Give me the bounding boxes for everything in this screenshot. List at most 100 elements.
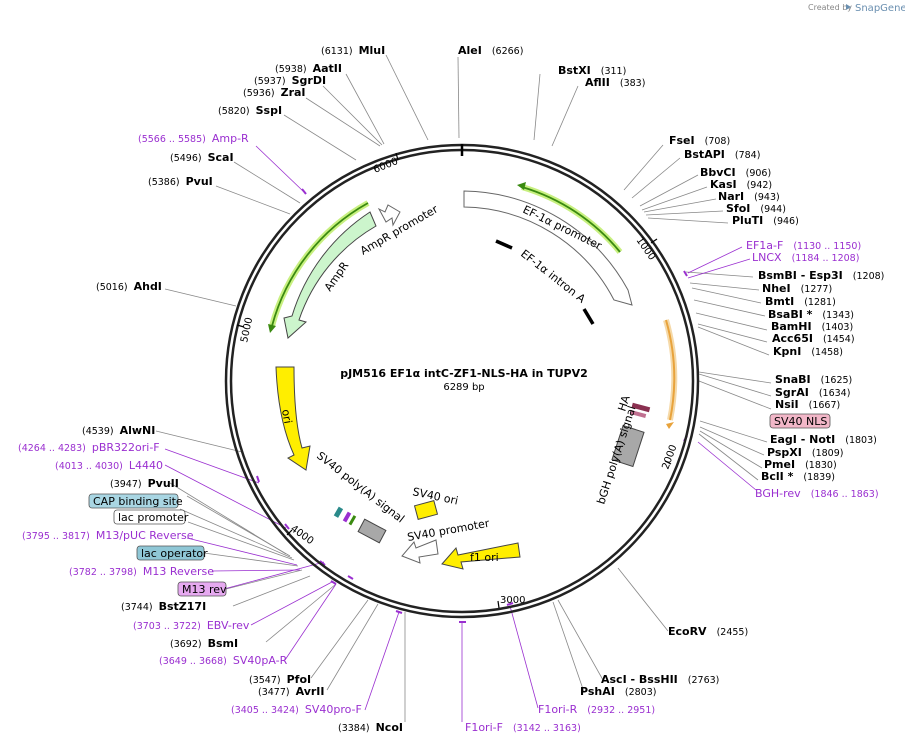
site-fsei: FseI(708) [669,134,730,147]
site-pvui: (5386)PvuI [148,175,213,188]
backbone-inner-circle [229,148,695,614]
feature-label-ef1a-intron: EF-1α intron A [518,247,588,306]
f1-ori-feature[interactable] [441,542,521,570]
feature-label-f1-ori: f1 ori [470,551,499,564]
site-sgrdi: (5937)SgrDI [254,74,326,87]
feature-label-ef1a-promoter: EF-1α promoter [521,203,604,253]
snapgene-logo-icon [846,4,851,10]
site-zrai: (5936)ZraI [243,86,306,99]
site-mlui: (6131)MluI [321,44,385,57]
site-asci-bsshii: AscI - BssHII(2763) [601,673,719,686]
ampr-primer-arrow [271,202,369,327]
primer-lncx: LNCX(1184 .. 1208) [752,251,859,264]
intron-end-mark [582,308,595,325]
site-acc65i: Acc65I(1454) [772,332,855,345]
site-bstapi: BstAPI(784) [684,148,760,161]
site-pspxi: PspXI(1809) [767,446,843,459]
feature-label-sv40-ori: SV40 ori [411,485,459,507]
site-ecorv: EcoRV(2455) [668,625,748,638]
cap-binding-mark[interactable] [333,506,344,518]
tick-label-3000: 3000 [500,595,525,606]
site-kasi: KasI(942) [710,178,772,191]
site-sgrai: SgrAI(1634) [775,386,850,399]
ef1a-arrowhead-icon [517,182,526,190]
ori-feature[interactable] [275,366,311,471]
primer-m13-puc-reverse: (3795 .. 3817)M13/pUC Reverse [22,529,194,542]
lac-promoter-box[interactable] [113,509,186,525]
site-ncoi: (3384)NcoI [338,721,403,734]
lac-operator-mark[interactable] [348,515,357,526]
credit-brand: SnapGene [855,3,905,14]
site-alwni: (4539)AlwNI [82,424,155,437]
sv40-ori-feature[interactable] [413,500,439,520]
site-bstxi: BstXI(311) [558,64,626,77]
site-pluti: PluTI(946) [732,214,799,227]
nls-mark[interactable] [629,409,647,419]
primer-amp-r: (5566 .. 5585)Amp-R [138,132,249,145]
m13-rev-label: M13 rev [182,583,227,596]
backbone-outer-circle [224,143,700,619]
site-ahdi: (5016)AhdI [96,280,162,293]
orange-cds-arc[interactable] [665,319,676,421]
feature-label-ampr-promoter: AmpR promoter [358,202,441,257]
site-pshai: PshAI(2803) [580,685,656,698]
site-sspi: (5820)SspI [218,104,282,117]
site-avrii: (3477)AvrII [258,685,325,698]
m13-rev-mark[interactable] [342,511,352,523]
sv40-promoter-feature[interactable] [401,539,439,564]
m13-rev-box[interactable] [177,581,227,597]
site-bsmi: (3692)BsmI [170,637,238,650]
site-bamhi: BamHI(1403) [771,320,853,333]
site-pmei: PmeI(1830) [764,458,837,471]
sv40-polya-feature[interactable] [357,518,387,544]
lac-operator-label: lac operator [141,547,208,560]
primer-sv40pa-r: (3649 .. 3668)SV40pA-R [159,654,288,667]
ampr-arrowhead-icon [268,324,276,333]
bgh-polya-feature[interactable] [611,424,645,468]
site-sfoi: SfoI(944) [726,202,786,215]
map-title: pJM516 EF1α intC-ZF1-NLS-HA in TUPV2 [340,367,588,380]
primer-bgh-rev: BGH-rev(1846 .. 1863) [755,487,879,500]
map-length: 6289 bp [443,382,484,393]
primer-l4440: (4013 .. 4030)L4440 [55,459,163,472]
primer-f1ori-f: F1ori-F(3142 .. 3163) [465,721,581,734]
leader-lines [155,54,772,722]
credit-prefix: Created by [808,3,852,12]
lac-promoter-label: lac promoter [118,511,189,524]
feature-label-ha: HA [615,393,632,412]
site-bsmbi-esp3i: BsmBI - Esp3I(1208) [758,269,884,282]
cap-binding-site-label: CAP binding site [93,495,183,508]
primer-sv40pro-f: (3405 .. 3424)SV40pro-F [231,703,362,716]
primer-pbr322ori-f: (4264 .. 4283)pBR322ori-F [18,441,160,454]
primer-ef1a-f: EF1a-F(1130 .. 1150) [746,239,861,252]
site-eagi-noti: EagI - NotI(1803) [770,433,877,446]
tick-marks [236,152,672,609]
ef1a-promoter-feature[interactable] [463,190,633,306]
site-alei: AleI(6266) [458,44,523,57]
lac-operator-box[interactable] [136,545,205,561]
site-snabi: SnaBI(1625) [775,373,852,386]
site-pvuii: (3947)PvuII [110,477,179,490]
tick-label-6000: 6000 [372,156,400,176]
ampr-feature[interactable] [283,211,377,339]
sv40-nls-box[interactable] [769,413,831,429]
ampr-promoter-feature[interactable] [377,204,401,227]
cap-binding-site-box[interactable] [88,493,179,509]
site-aflii: AflII(383) [585,76,645,89]
tick-label-5000: 5000 [239,316,255,343]
site-bmti: BmtI(1281) [765,295,836,308]
sv40-nls-label: SV40 NLS [774,415,827,428]
site-aatii: (5938)AatII [275,62,342,75]
feature-label-ori: ori [279,408,294,424]
feature-label-sv40-promoter: SV40 promoter [406,517,491,544]
site-nsii: NsiI(1667) [775,398,840,411]
feature-label-sv40-polya: SV40 poly(A) signal [314,449,407,525]
site-bbvci: BbvCI(906) [700,166,771,179]
site-kpni: KpnI(1458) [773,345,843,358]
primer-f1ori-r: F1ori-R(2932 .. 2951) [538,703,655,716]
orange-arrowhead-icon [666,422,674,429]
site-bcli: BclI *(1839) [761,470,835,483]
ha-tag-mark[interactable] [631,402,651,413]
